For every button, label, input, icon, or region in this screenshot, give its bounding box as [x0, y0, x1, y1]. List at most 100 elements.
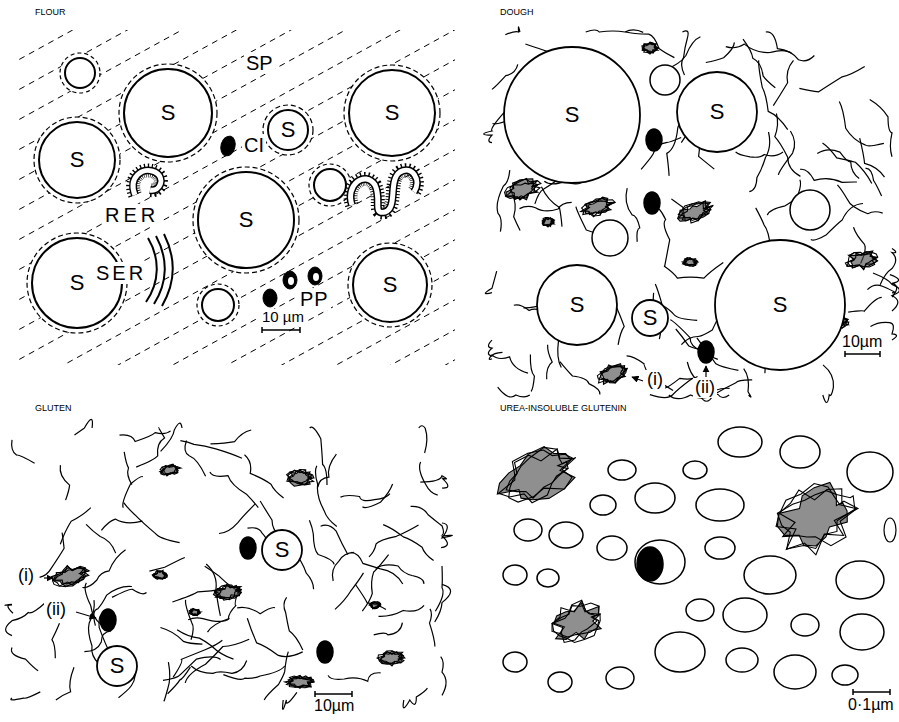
protein-strand — [60, 508, 91, 545]
protein-aggregate — [377, 651, 405, 666]
protein-strand — [374, 623, 403, 635]
protein-strand — [11, 692, 40, 700]
starch-granule: S — [713, 238, 847, 372]
protein-strand — [873, 273, 899, 311]
protein-strand — [530, 354, 534, 391]
protein-aggregate — [159, 463, 182, 477]
protein-aggregate — [675, 197, 717, 227]
granule-label: S — [281, 119, 296, 141]
protein-strand — [799, 66, 864, 91]
protein-aggregate — [50, 561, 92, 591]
protein-strand — [870, 100, 892, 157]
panel-title: GLUTEN — [33, 404, 74, 414]
protein-aggregate — [487, 436, 587, 518]
protein-strand — [880, 249, 896, 285]
protein-aggregate — [287, 470, 314, 487]
callout-number: (ii) — [693, 378, 717, 398]
protein-strand — [420, 476, 448, 488]
protein-strand — [123, 476, 143, 507]
protein-strand — [40, 533, 65, 578]
protein-strand — [687, 362, 729, 397]
starch-granule: S — [33, 116, 121, 204]
protein-strand — [163, 657, 221, 680]
protein-aggregate — [152, 570, 167, 579]
protein-strands — [484, 27, 899, 403]
protein-strand — [219, 504, 255, 533]
matrix-line — [15, 82, 455, 341]
protein-strand — [749, 132, 769, 192]
protein-strand — [498, 387, 530, 397]
starch-granule: S — [535, 263, 619, 347]
protein-strand — [161, 423, 182, 451]
protein-strand — [586, 30, 644, 32]
protein-strand — [744, 369, 751, 398]
matrix-line — [15, 30, 455, 40]
protein-strand — [775, 114, 801, 177]
protein-strand — [560, 362, 600, 395]
protein-strand — [56, 667, 74, 700]
scale-bars — [262, 327, 890, 697]
protein-strand — [706, 42, 735, 62]
protein-strand — [866, 168, 882, 196]
starch-granule: S — [502, 45, 642, 185]
protein-strand — [52, 623, 60, 658]
protein-strand — [411, 506, 444, 535]
callout-number: (i) — [16, 566, 36, 586]
protein-strand — [245, 455, 284, 498]
protein-strand — [177, 630, 233, 659]
granule-label: S — [383, 274, 398, 296]
protein-strand — [60, 465, 69, 500]
starch-granule: S — [343, 64, 441, 162]
generated-structures — [5, 27, 899, 710]
protein-strand — [403, 688, 427, 708]
protein-strand — [160, 628, 202, 645]
protein-strand — [541, 187, 562, 227]
protein-strand — [86, 524, 116, 553]
part-name: PP — [298, 288, 331, 310]
protein-strand — [766, 32, 815, 61]
protein-strand — [112, 589, 147, 597]
protein-aggregate — [642, 42, 659, 54]
protein-strand — [484, 112, 505, 142]
protein-strand — [430, 609, 435, 647]
granule-label: S — [565, 104, 580, 126]
protein-strand — [485, 271, 496, 293]
protein-strand — [626, 32, 675, 58]
granule-label: S — [643, 307, 658, 329]
scale-label: 10 µm — [260, 309, 306, 326]
protein-strand — [321, 525, 348, 554]
protein-aggregate — [545, 595, 608, 649]
protein-strand — [848, 297, 882, 312]
scale-label: 10µm — [312, 697, 356, 715]
protein-aggregate — [502, 174, 544, 206]
protein-strand — [817, 150, 859, 179]
protein-strand — [743, 39, 775, 88]
protein-strand — [627, 356, 674, 391]
starch-granule: S — [347, 242, 433, 328]
granule-label: S — [239, 209, 254, 231]
starch-granule: S — [95, 644, 139, 688]
protein-aggregate — [285, 675, 314, 688]
part-name: RER — [103, 204, 161, 226]
protein-strand — [867, 285, 895, 293]
protein-strand — [773, 60, 793, 105]
starch-granule: S — [192, 166, 300, 274]
protein-strand — [283, 692, 297, 709]
protein-strand — [164, 662, 170, 701]
protein-strand — [520, 202, 572, 211]
protein-strand — [379, 605, 425, 616]
protein-strand — [837, 185, 882, 214]
protein-strand — [120, 431, 171, 442]
protein-strand — [839, 102, 884, 146]
protein-strand — [101, 519, 142, 530]
protein-strand — [185, 441, 206, 477]
protein-strand — [435, 584, 451, 622]
protein-strand — [441, 523, 452, 548]
starch-granule: S — [118, 63, 218, 163]
protein-strand — [441, 657, 446, 696]
granule-label: S — [710, 101, 725, 123]
protein-aggregate — [844, 249, 880, 273]
granule-label: S — [570, 294, 585, 316]
granule-label: S — [70, 272, 85, 294]
protein-strand — [264, 652, 288, 700]
